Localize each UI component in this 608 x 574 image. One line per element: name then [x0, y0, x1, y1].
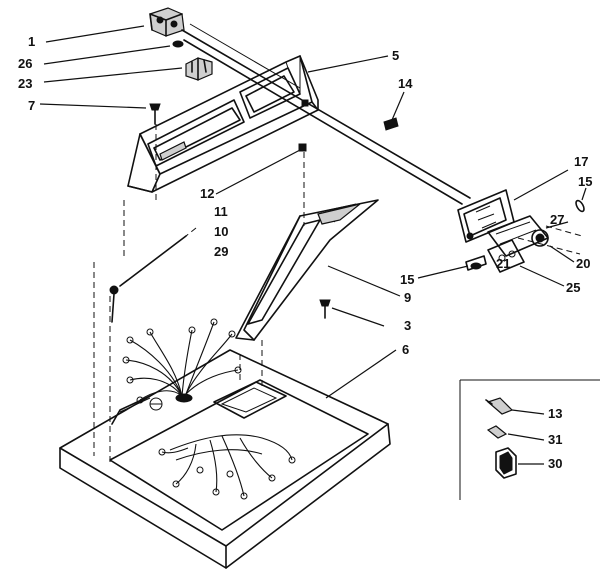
part-9-insert: [235, 199, 379, 341]
part-15-clip-top: [575, 199, 585, 213]
part-29-harness: [122, 318, 242, 404]
callout-labels: 1 26 23 7 5 14 12 11 10 29 17 15 27 20 2…: [18, 34, 592, 471]
callout-15-top: 15: [578, 174, 592, 189]
callout-14: 14: [398, 76, 413, 91]
lower-harness: [158, 434, 296, 500]
callout-15-bottom: 15: [400, 272, 414, 287]
part-6-top-panel: [59, 349, 391, 569]
part-1-switch: [149, 7, 185, 37]
callout-6: 6: [402, 342, 409, 357]
callout-30: 30: [548, 456, 562, 471]
rear-rail: [181, 23, 471, 205]
callout-20: 20: [576, 256, 590, 271]
callout-1: 1: [28, 34, 35, 49]
part-11-clip: [109, 227, 197, 323]
part-15-clip-bottom: [465, 255, 487, 271]
part-17-bracket: [457, 189, 515, 243]
callout-25: 25: [566, 280, 580, 295]
part-21-switch-block: [487, 239, 525, 273]
part-25-bracket-dash: [517, 225, 583, 255]
part-14-screw: [383, 117, 399, 131]
callout-9: 9: [404, 290, 411, 305]
part-7-screw: [149, 103, 161, 125]
callout-27: 27: [550, 212, 564, 227]
part-27-timer: [487, 215, 549, 257]
assembly-lines: [93, 124, 305, 462]
callout-5: 5: [392, 48, 399, 63]
callout-31: 31: [548, 432, 562, 447]
callout-11: 11: [214, 204, 228, 219]
callout-13: 13: [548, 406, 562, 421]
part-3-screw: [319, 299, 331, 319]
leader-lines: [39, 25, 587, 465]
callout-7: 7: [28, 98, 35, 113]
part-23-clip: [185, 57, 213, 81]
callout-26: 26: [18, 56, 32, 71]
part-12-nut: [298, 143, 307, 152]
callout-21: 21: [496, 256, 510, 271]
inset-box: [459, 379, 600, 500]
callout-17: 17: [574, 154, 588, 169]
callout-12: 12: [200, 186, 214, 201]
callout-3: 3: [404, 318, 411, 333]
callout-29: 29: [214, 244, 228, 259]
callout-10: 10: [214, 224, 228, 239]
part-26-fastener: [172, 40, 184, 48]
part-5-console: [127, 55, 319, 193]
callout-23: 23: [18, 76, 32, 91]
